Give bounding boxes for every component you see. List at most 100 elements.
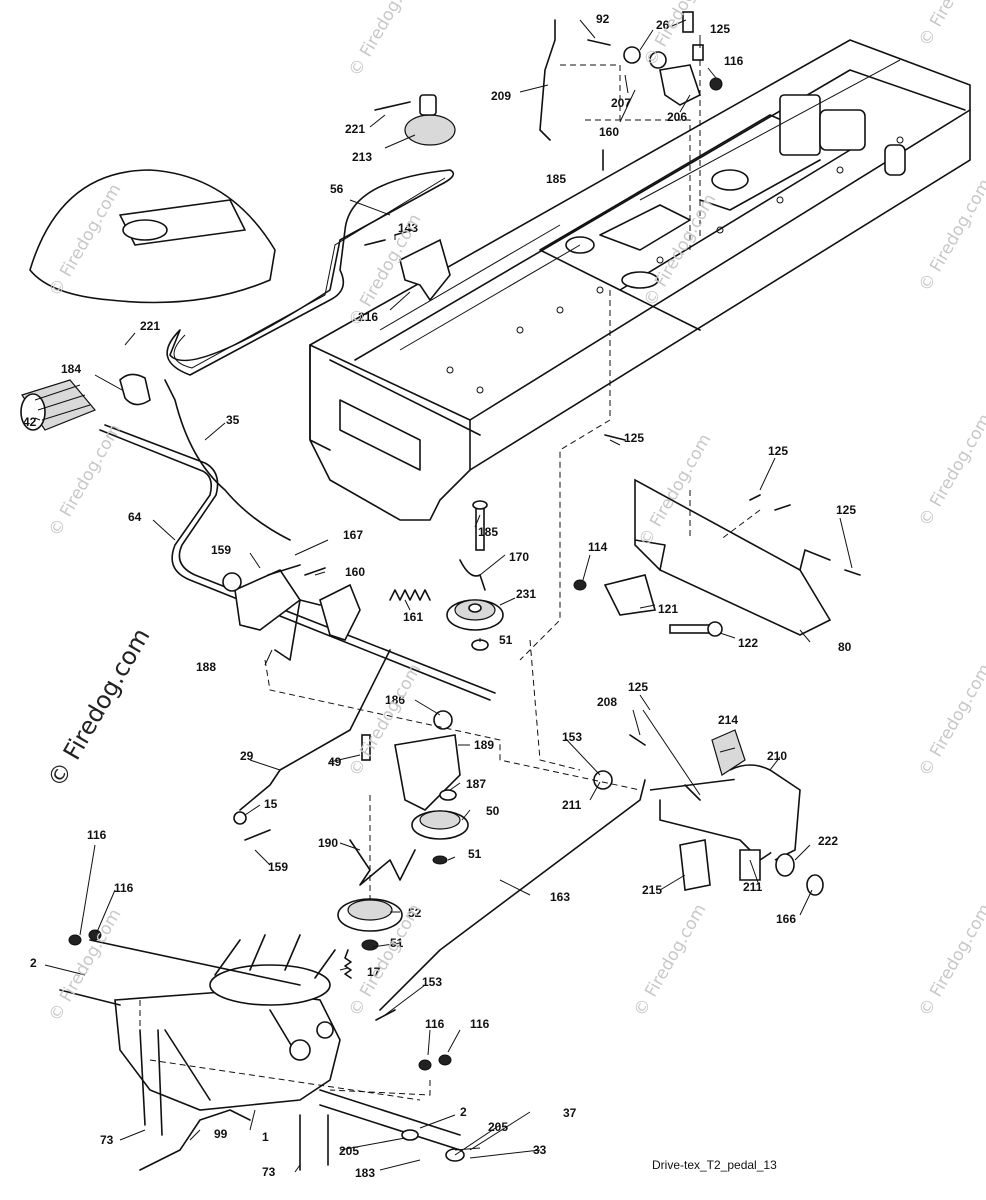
part-label: 211 <box>743 880 763 894</box>
part-label: 37 <box>563 1106 577 1120</box>
part-label: 125 <box>624 431 645 445</box>
leader-lines <box>34 19 853 1173</box>
part-label: 188 <box>196 660 217 674</box>
part-label: 42 <box>23 415 37 429</box>
part-label: 214 <box>718 713 739 727</box>
pedal-assembly <box>593 729 824 896</box>
part-label: 213 <box>352 150 373 164</box>
part-label: 160 <box>345 565 366 579</box>
part-label: 163 <box>550 890 571 904</box>
spring-161 <box>389 589 431 601</box>
part-label: 121 <box>658 602 679 616</box>
top-hardware <box>587 11 723 106</box>
part-label: 52 <box>408 906 422 920</box>
part-label: 125 <box>710 22 731 36</box>
part-label: 116 <box>87 828 107 842</box>
part-label: 29 <box>240 749 254 763</box>
wire-99 <box>139 1109 251 1171</box>
part-label: 160 <box>599 125 620 139</box>
part-label: 153 <box>422 975 443 989</box>
part-label: 215 <box>642 883 663 897</box>
part-label: 114 <box>588 540 608 554</box>
pulley-231 <box>446 599 504 651</box>
rod-163 <box>379 779 646 1011</box>
part-label: 51 <box>390 936 404 950</box>
part-label: 1 <box>262 1130 269 1144</box>
part-label: 189 <box>474 738 495 752</box>
rod-209 <box>539 19 556 141</box>
part-label: 116 <box>470 1017 490 1031</box>
part-label: 92 <box>596 12 610 26</box>
part-label: 184 <box>61 362 82 376</box>
part-label: 17 <box>367 965 381 979</box>
part-label: 116 <box>114 881 134 895</box>
part-label: 231 <box>516 587 537 601</box>
part-label: 211 <box>562 798 582 812</box>
part-label: 221 <box>140 319 161 333</box>
part-label: 222 <box>818 834 839 848</box>
part-label: 56 <box>330 182 344 196</box>
drive-belt <box>166 169 455 376</box>
cable-35 <box>164 379 291 541</box>
part-label: 207 <box>611 96 632 110</box>
transaxle <box>59 934 461 1151</box>
part-label: 205 <box>339 1144 360 1158</box>
part-label: 190 <box>318 836 339 850</box>
shift-knob <box>20 379 96 431</box>
part-label: 64 <box>128 510 142 524</box>
part-label: 221 <box>345 122 366 136</box>
pivot-bracket <box>222 564 361 641</box>
part-label: 125 <box>768 444 789 458</box>
hood-panel <box>29 169 276 304</box>
part-label: 187 <box>466 777 487 791</box>
part-label: 35 <box>226 413 240 427</box>
part-label: 122 <box>738 636 759 650</box>
part-label: 116 <box>425 1017 445 1031</box>
idler-arm <box>361 710 469 865</box>
part-label: 15 <box>264 797 278 811</box>
part-label: 33 <box>533 1143 547 1157</box>
part-label: 125 <box>628 680 649 694</box>
part-label: 185 <box>546 172 567 186</box>
guard-80 <box>573 478 832 637</box>
part-label: 208 <box>597 695 618 709</box>
part-label: 2 <box>460 1105 467 1119</box>
cap-213 <box>404 114 456 146</box>
part-label: 99 <box>214 1127 228 1141</box>
part-label: 143 <box>398 221 419 235</box>
part-label: 80 <box>838 640 852 654</box>
part-label: 116 <box>724 54 744 68</box>
part-label: 73 <box>262 1165 276 1179</box>
part-label: 51 <box>468 847 482 861</box>
part-label: 73 <box>100 1133 114 1147</box>
part-label: 205 <box>488 1120 509 1134</box>
part-label: 153 <box>562 730 583 744</box>
part-label: 166 <box>776 912 797 926</box>
part-label: 167 <box>343 528 364 542</box>
part-label: 216 <box>358 310 379 324</box>
knob-184 <box>119 373 151 406</box>
part-label: 49 <box>328 755 342 769</box>
part-label: 186 <box>385 693 406 707</box>
part-label: 2 <box>30 956 37 970</box>
main-frame <box>309 39 971 521</box>
bracket-216 <box>399 238 451 302</box>
spring-17 <box>344 949 352 979</box>
part-label: 159 <box>211 543 232 557</box>
part-label: 159 <box>268 860 289 874</box>
part-label: 185 <box>478 525 499 539</box>
part-label: 50 <box>486 804 500 818</box>
part-label: 183 <box>355 1166 376 1180</box>
part-label: 51 <box>499 633 513 647</box>
part-label: 125 <box>836 503 857 517</box>
part-label: 161 <box>403 610 424 624</box>
part-label: 26 <box>656 18 670 32</box>
drawing-code: Drive-tex_T2_pedal_13 <box>652 1158 777 1172</box>
part-label: 206 <box>667 110 688 124</box>
part-label: 209 <box>491 89 512 103</box>
spring-clip-190 <box>349 839 416 886</box>
part-label: 210 <box>767 749 788 763</box>
rod-188 <box>274 599 321 661</box>
lever-rod <box>99 429 491 701</box>
